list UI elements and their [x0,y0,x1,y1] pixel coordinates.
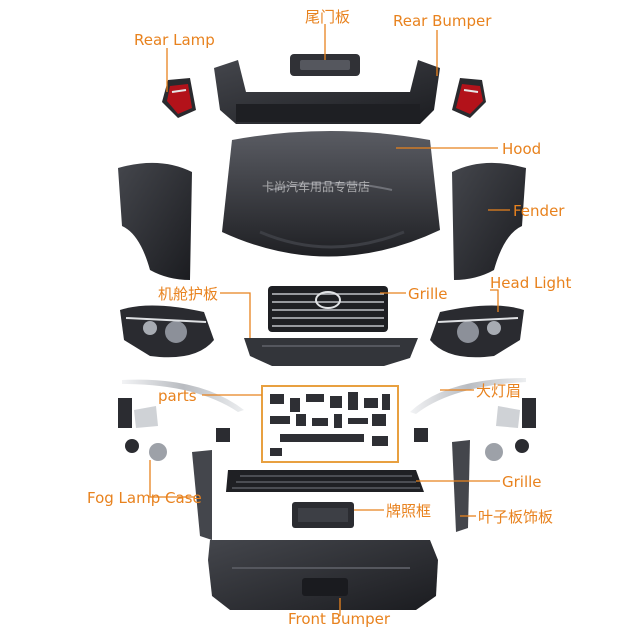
front-bumper-part [208,540,438,610]
label-tailgate-trim: 尾门板 [305,8,351,26]
fog-lamp-right-part [414,398,536,461]
grille-bottom-part [226,470,424,492]
leader-lines [149,24,510,616]
hood-part [222,131,440,257]
rear-bumper-part [214,60,440,124]
label-front-bumper: Front Bumper [288,610,391,628]
license-frame-part [292,502,354,528]
head-light-left-part [120,305,214,358]
engine-guard-part [244,338,418,366]
label-fog-lamp-case: Fog Lamp Case [87,489,202,507]
label-rear-lamp: Rear Lamp [134,31,215,49]
fender-left-part [118,162,192,280]
watermark-text: 卡尚汽车用品专营店 [262,180,371,194]
head-light-right-part [430,305,524,358]
headlamp-brow-right-part [410,378,526,414]
label-engine-guard: 机舱护板 [158,285,219,303]
label-rear-bumper: Rear Bumper [393,12,492,30]
fender-right-part [452,162,526,280]
label-grille-bottom: Grille [502,473,542,491]
fender-trim-right-part [452,440,470,532]
label-fender-trim: 叶子板饰板 [478,508,554,526]
label-hood: Hood [502,140,542,158]
label-parts: parts [158,387,197,405]
rear-lamp-left [162,78,196,118]
tailgate-trim-part [290,54,360,76]
label-fender: Fender [513,202,565,220]
rear-lamp-right [452,78,486,118]
label-license-frame: 牌照框 [386,502,432,520]
label-headlamp-brow: 大灯眉 [476,382,522,400]
label-head-light: Head Light [490,274,572,292]
grille-top-part [268,286,388,332]
headlamp-brow-left-part [122,379,244,412]
fender-trim-left-part [192,450,212,540]
parts-box [261,385,399,463]
fog-lamp-left-part [118,398,230,461]
label-grille-top: Grille [408,285,448,303]
